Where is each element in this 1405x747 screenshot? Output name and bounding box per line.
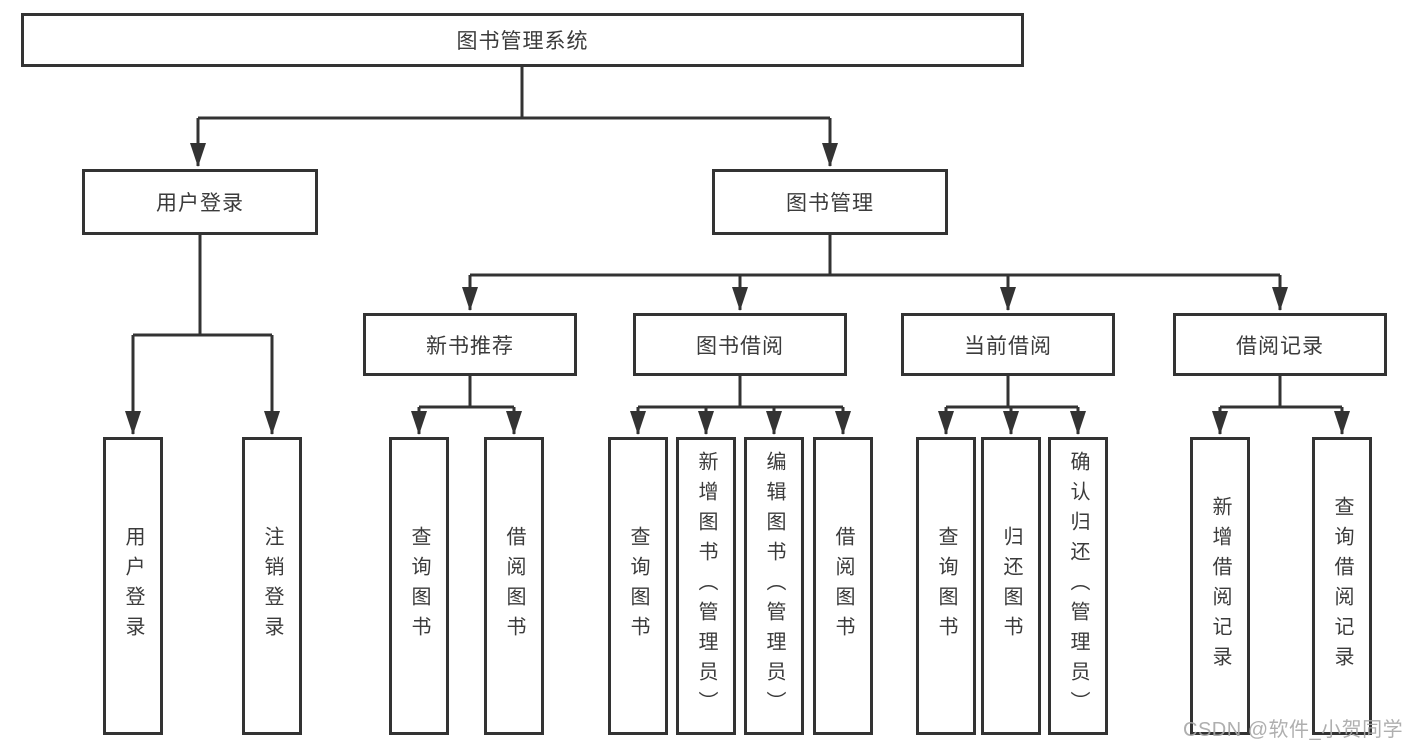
- node-user-login: 用户登录: [82, 169, 318, 235]
- leaf-return-books: 归还图书: [981, 437, 1041, 735]
- node-book-management: 图书管理: [712, 169, 948, 235]
- leaf-label: 新增图书（管理员）: [695, 451, 717, 721]
- leaf-query-books-current: 查询图书: [916, 437, 976, 735]
- leaf-query-books-borrowing: 查询图书: [608, 437, 668, 735]
- node-label: 图书管理系统: [456, 30, 589, 53]
- node-current-borrowing: 当前借阅: [901, 313, 1115, 376]
- leaf-add-borrow-record: 新增借阅记录: [1190, 437, 1250, 735]
- leaf-label: 查询图书: [627, 526, 649, 646]
- node-label: 图书借阅: [696, 334, 784, 358]
- csdn-watermark: CSDN @软件_小贺同学: [1183, 719, 1404, 741]
- leaf-borrow-books-borrowing: 借阅图书: [813, 437, 873, 735]
- leaf-label: 注销登录: [261, 526, 283, 646]
- leaf-query-borrow-record: 查询借阅记录: [1312, 437, 1372, 735]
- node-label: 用户登录: [156, 192, 244, 215]
- leaf-label: 查询图书: [935, 526, 957, 646]
- leaf-label: 借阅图书: [503, 526, 525, 646]
- leaf-label: 归还图书: [1000, 526, 1022, 646]
- node-new-book-recommend: 新书推荐: [363, 313, 577, 376]
- node-label: 图书管理: [786, 192, 874, 215]
- leaf-logout: 注销登录: [242, 437, 302, 735]
- leaf-confirm-return-admin: 确认归还（管理员）: [1048, 437, 1108, 735]
- node-label: 当前借阅: [964, 334, 1052, 358]
- leaf-label: 用户登录: [122, 526, 144, 646]
- leaf-label: 查询图书: [408, 526, 430, 646]
- leaf-label: 查询借阅记录: [1331, 496, 1353, 676]
- leaf-user-login: 用户登录: [103, 437, 163, 735]
- node-label: 新书推荐: [426, 334, 514, 358]
- leaf-label: 确认归还（管理员）: [1067, 451, 1089, 721]
- leaf-query-books-recommend: 查询图书: [389, 437, 449, 735]
- node-book-borrowing: 图书借阅: [633, 313, 847, 376]
- node-library-system: 图书管理系统: [21, 13, 1024, 67]
- leaf-label: 借阅图书: [832, 526, 854, 646]
- leaf-borrow-books-recommend: 借阅图书: [484, 437, 544, 735]
- leaf-label: 编辑图书（管理员）: [763, 451, 785, 721]
- leaf-label: 新增借阅记录: [1209, 496, 1231, 676]
- node-label: 借阅记录: [1236, 334, 1324, 358]
- leaf-edit-book-admin: 编辑图书（管理员）: [744, 437, 804, 735]
- node-borrowing-records: 借阅记录: [1173, 313, 1387, 376]
- leaf-add-book-admin: 新增图书（管理员）: [676, 437, 736, 735]
